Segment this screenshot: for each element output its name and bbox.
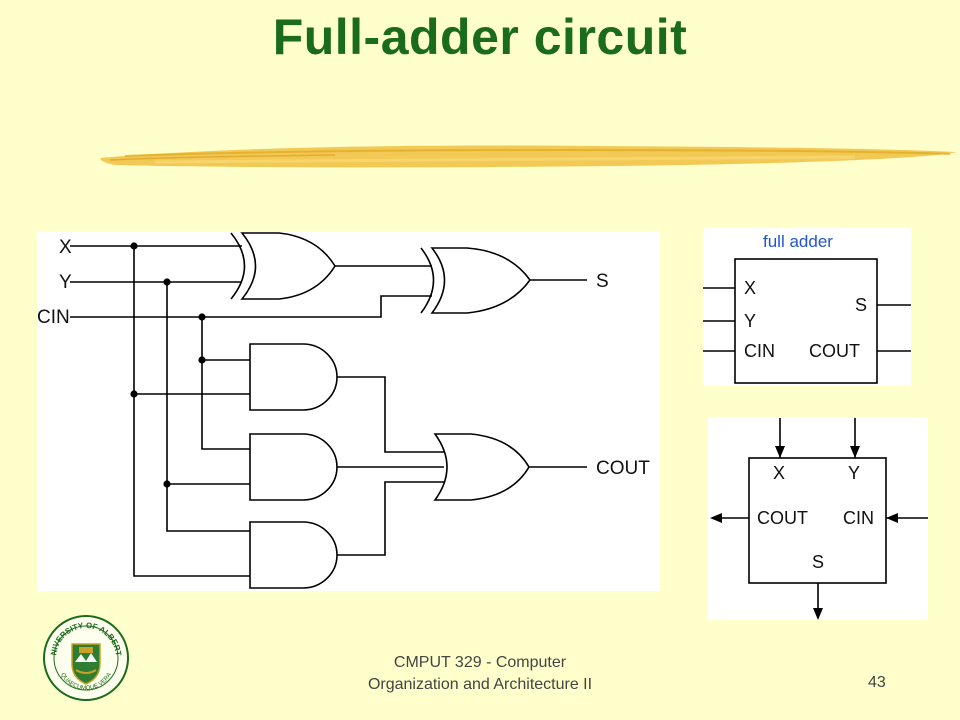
circuit-input-y-label: Y bbox=[59, 272, 72, 293]
slide-title: Full-adder circuit bbox=[272, 9, 688, 65]
full-adder-block-symbol: full adder X Y CIN S COUT bbox=[703, 228, 911, 386]
page-number: 43 bbox=[868, 674, 886, 691]
block1-pin-s: S bbox=[855, 295, 867, 315]
circuit-output-s-label: S bbox=[596, 271, 609, 292]
block2-pin-s: S bbox=[812, 552, 824, 572]
footer-course-text: CMPUT 329 - Computer Organization and Ar… bbox=[330, 652, 630, 696]
block2-pin-y: Y bbox=[848, 463, 860, 483]
block2-pin-cin: CIN bbox=[843, 508, 874, 528]
circuit-output-cout-label: COUT bbox=[596, 458, 650, 479]
block-symbol-title: full adder bbox=[763, 232, 833, 251]
circuit-input-cin-label: CIN bbox=[37, 307, 70, 328]
circuit-input-x-label: X bbox=[59, 237, 72, 258]
block1-pin-y: Y bbox=[744, 311, 756, 331]
university-of-alberta-crest-logo: UNIVERSITY OF ALBERTA QUAECUMQUE VERA bbox=[42, 614, 129, 701]
full-adder-circuit-diagram: X Y CIN S COUT bbox=[37, 231, 660, 591]
footer-line-1: CMPUT 329 - Computer bbox=[393, 654, 567, 671]
block1-pin-x: X bbox=[744, 278, 756, 298]
block1-pin-cout: COUT bbox=[809, 341, 860, 361]
footer-line-2: Organization and Architecture II bbox=[367, 676, 593, 693]
block2-pin-cout: COUT bbox=[757, 508, 808, 528]
full-adder-cascade-symbol: X Y COUT CIN S bbox=[708, 418, 928, 620]
block1-pin-cin: CIN bbox=[744, 341, 775, 361]
block2-pin-x: X bbox=[773, 463, 785, 483]
brush-stroke-underline bbox=[100, 145, 957, 168]
